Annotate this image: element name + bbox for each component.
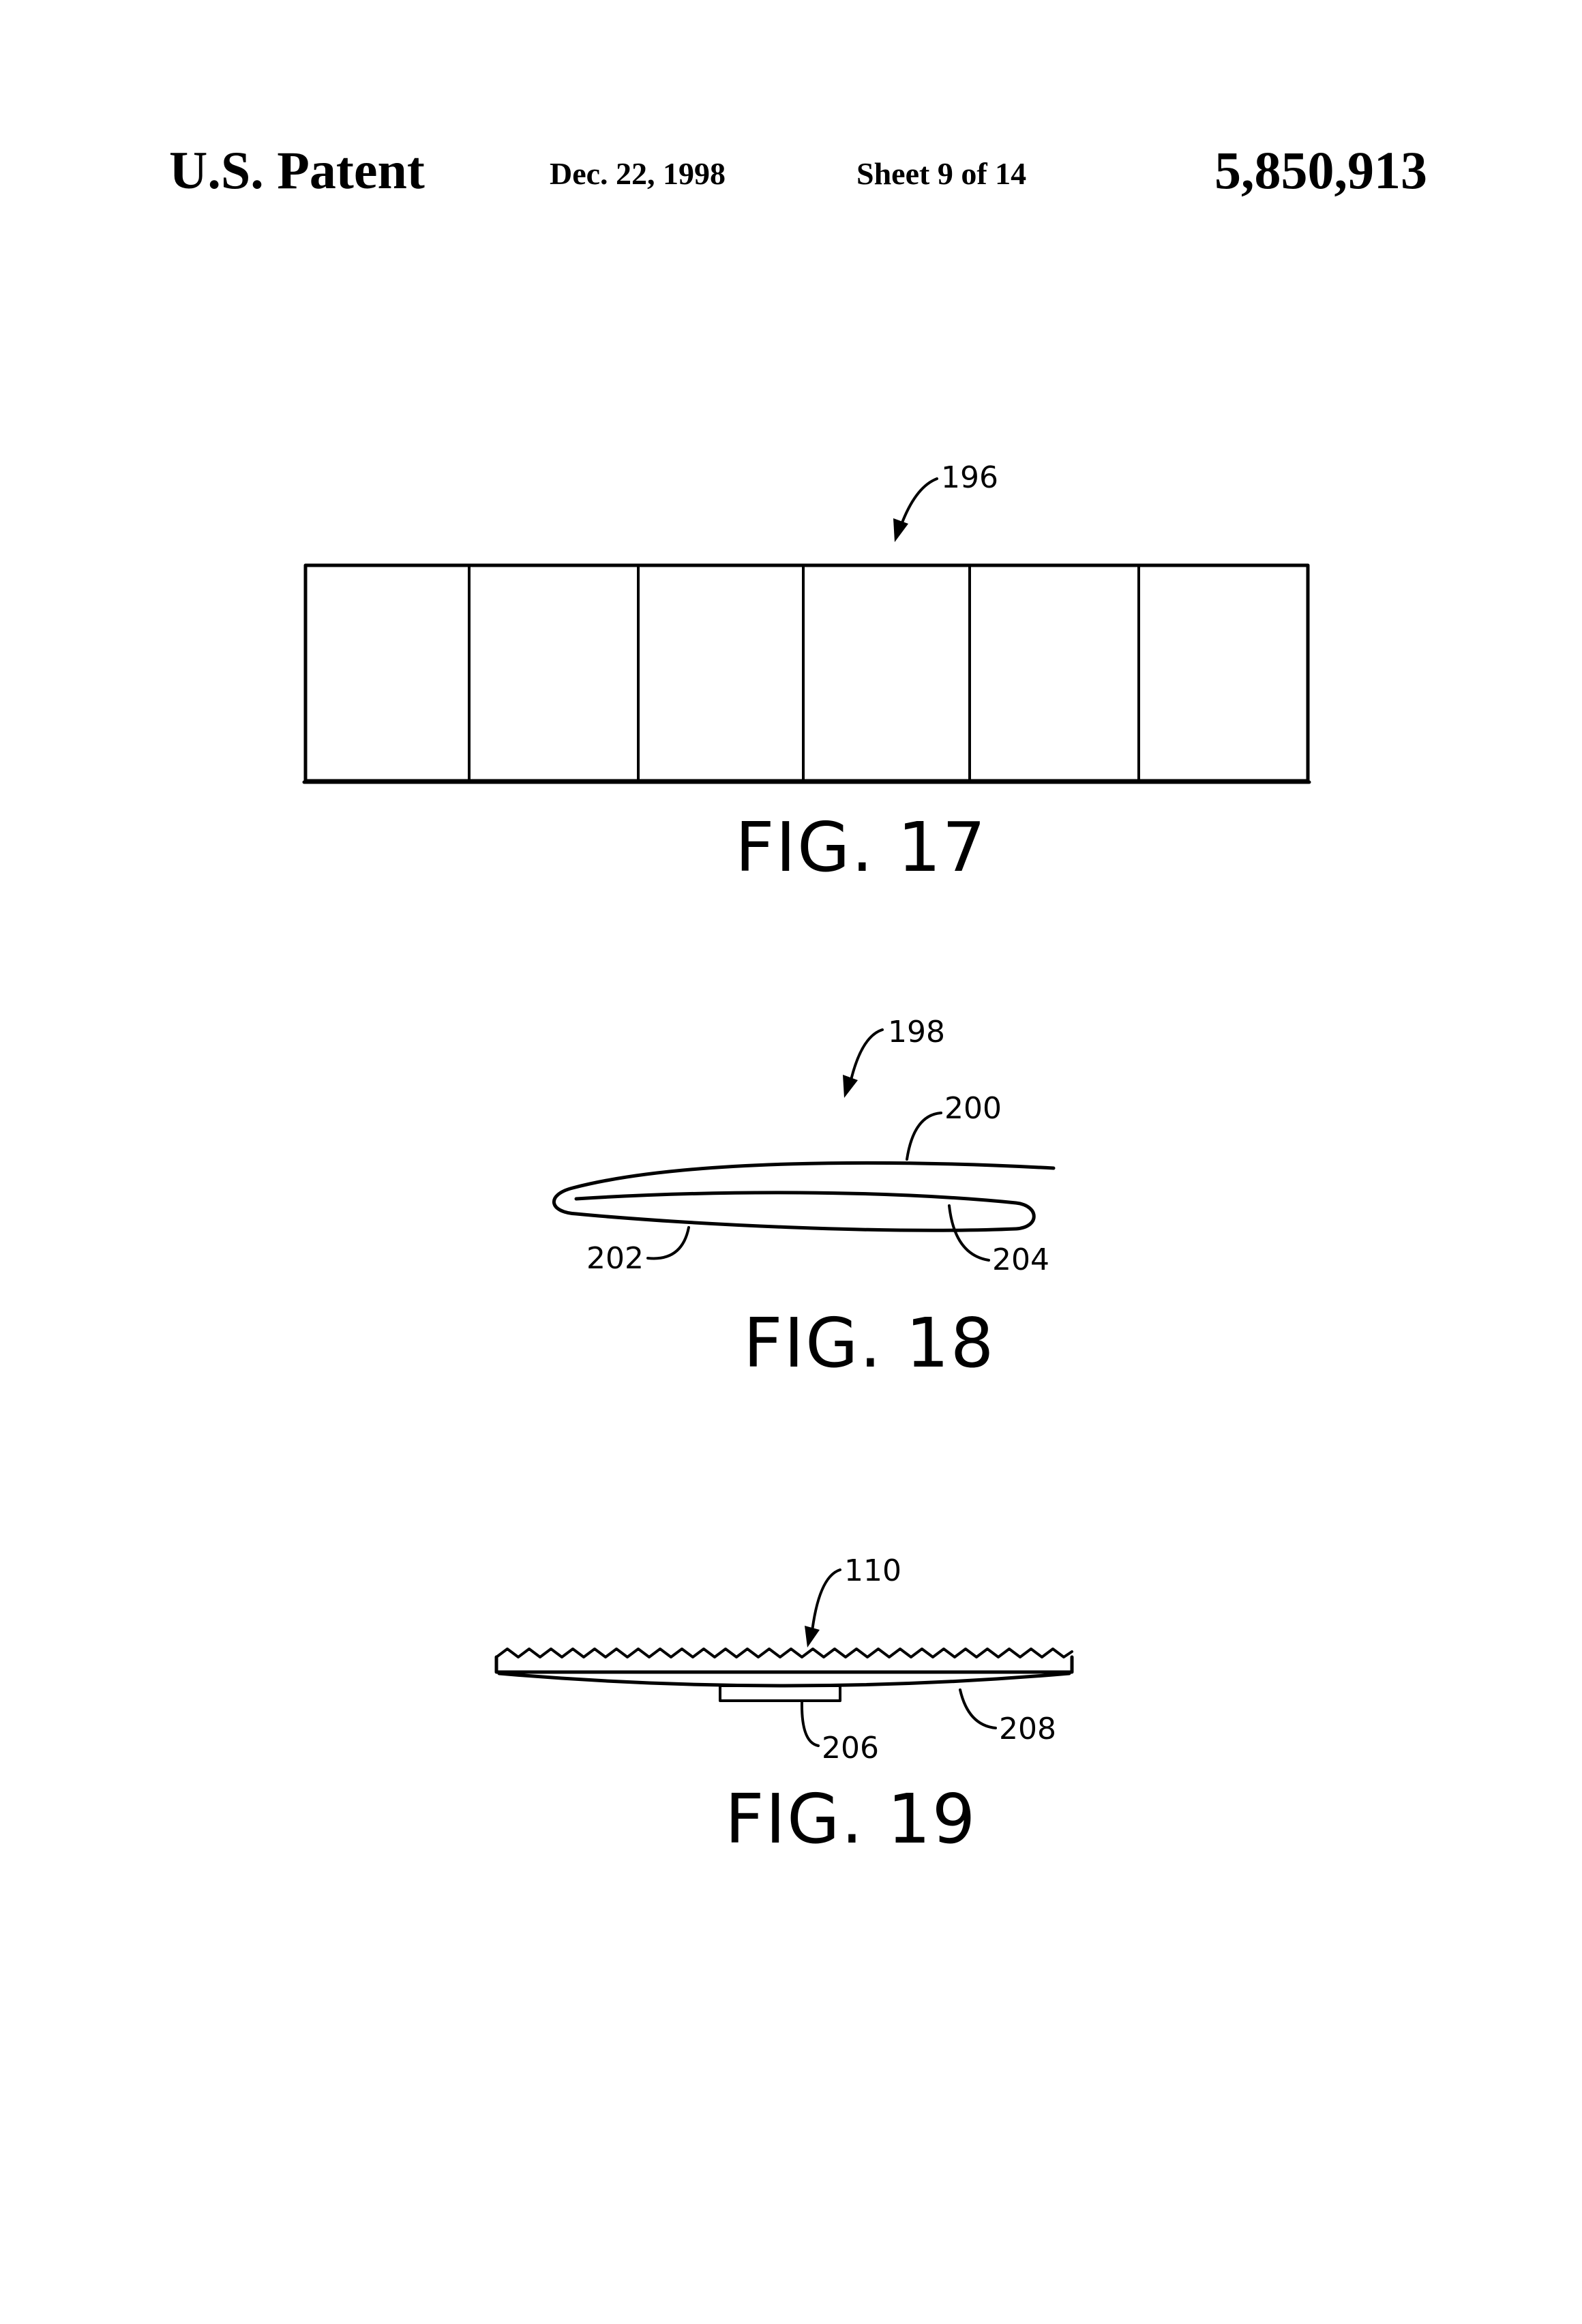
arrowhead-icon: [843, 1075, 858, 1098]
fig17-outline: [303, 563, 1310, 783]
fig18-leader: [646, 1226, 690, 1260]
arrowhead-icon: [893, 518, 908, 542]
fig19-leader: [959, 1688, 997, 1729]
fig18-leader: [948, 1204, 990, 1262]
ref-196: 196: [941, 460, 998, 495]
fig18-label: FIG. 18: [743, 1303, 995, 1383]
fig18-leader-arrow: [848, 1028, 884, 1087]
sheet-number: Sheet 9 of 14: [856, 156, 1027, 191]
fig17-label: FIG. 17: [735, 807, 987, 887]
arrowhead-icon: [805, 1626, 820, 1648]
figure-18: 198 200 202 204 FIG. 18: [552, 1015, 1056, 1383]
ref-202: 202: [586, 1241, 644, 1276]
fig18-leader: [906, 1112, 942, 1161]
figure-17: 196 FIG. 17: [302, 460, 1311, 887]
ref-208: 208: [999, 1712, 1056, 1746]
patent-date: Dec. 22, 1998: [550, 156, 726, 191]
ref-204: 204: [992, 1242, 1049, 1277]
fig19-boss: [719, 1684, 841, 1702]
ref-200: 200: [944, 1091, 1002, 1126]
fig19-label: FIG. 19: [725, 1779, 976, 1859]
patent-number: 5,850,913: [1214, 140, 1427, 200]
fig19-leader: [800, 1701, 820, 1747]
fig18-outline: [552, 1161, 1056, 1232]
fig19-serrated-edge: [495, 1648, 1073, 1658]
ref-110: 110: [844, 1553, 901, 1588]
fig19-curved-base: [497, 1671, 1071, 1688]
ref-198: 198: [888, 1015, 945, 1049]
patent-title: U.S. Patent: [169, 140, 425, 200]
fig19-leader-arrow: [810, 1568, 841, 1638]
figure-19: 110 206 208 FIG. 19: [494, 1553, 1074, 1859]
fig19-plate: [494, 1655, 1074, 1674]
ref-206: 206: [822, 1731, 879, 1766]
